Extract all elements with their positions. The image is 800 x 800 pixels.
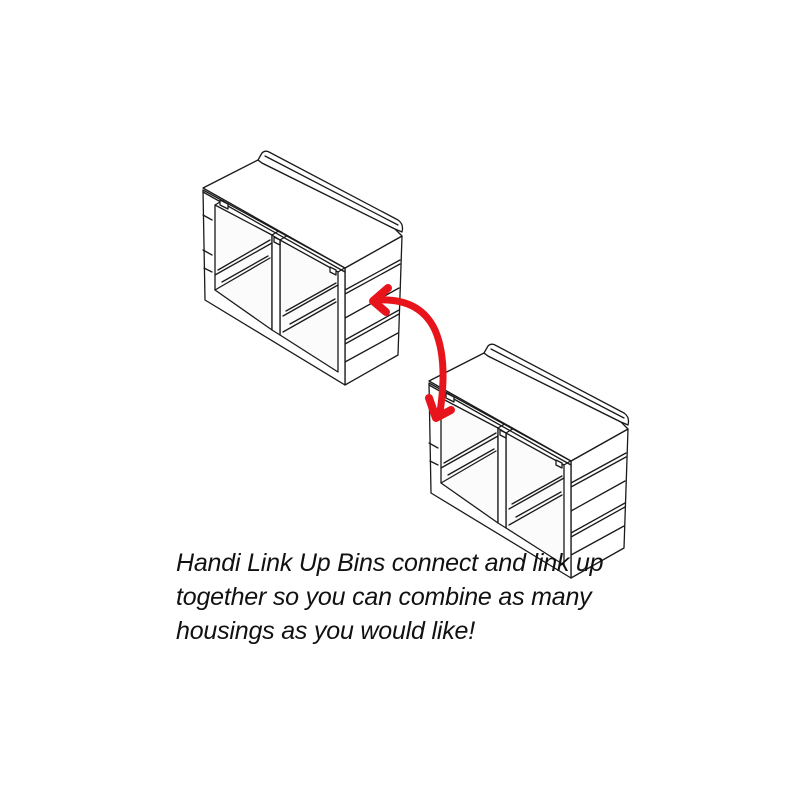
caption-text: Handi Link Up Bins connect and link up t…	[176, 546, 616, 648]
caption-line-3: housings as you would like!	[176, 617, 475, 645]
caption-line-2: together so you can combine as many	[176, 583, 592, 611]
caption-line-1: Handi Link Up Bins connect and link up	[176, 549, 604, 577]
connector-arrow-icon	[369, 284, 455, 422]
bin-housing-upper-left	[202, 150, 404, 386]
bin-housing-lower-right	[428, 343, 630, 579]
